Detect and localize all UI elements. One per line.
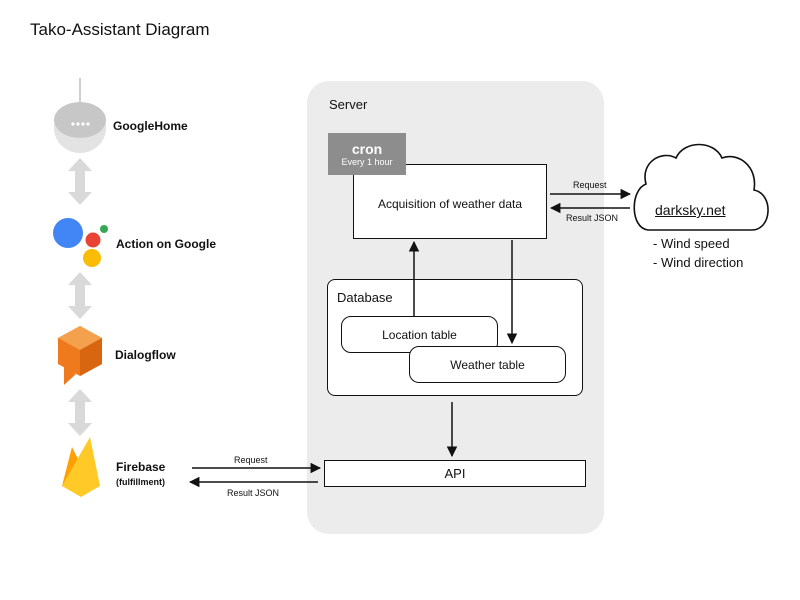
cron-badge: cron Every 1 hour xyxy=(328,133,406,175)
bullet-wind-direction: - Wind direction xyxy=(653,255,744,270)
cron-title: cron xyxy=(351,141,383,157)
googlehome-label: GoogleHome xyxy=(113,119,188,133)
firebase-result-label: Result JSON xyxy=(227,488,280,498)
api-label: API xyxy=(444,466,466,481)
firebase-icon xyxy=(62,437,100,497)
api-box: API xyxy=(324,460,586,487)
weather-table-box: Weather table xyxy=(409,346,566,383)
acquisition-box: Acquisition of weather data xyxy=(353,164,547,239)
double-arrow-icon xyxy=(68,389,92,436)
database-label: Database xyxy=(337,290,393,305)
darksky-result-label: Result JSON xyxy=(566,213,619,223)
firebase-sub-label: (fulfillment) xyxy=(116,477,165,487)
diagram-title: Tako-Assistant Diagram xyxy=(30,20,210,39)
firebase-request-label: Request xyxy=(234,455,268,465)
location-table-label: Location table xyxy=(382,327,457,342)
action-on-google-label: Action on Google xyxy=(116,237,216,251)
cloud-icon xyxy=(633,143,769,231)
bullet-wind-speed: - Wind speed xyxy=(653,236,730,251)
double-arrow-icon xyxy=(68,272,92,319)
dialogflow-icon xyxy=(58,326,102,385)
cron-schedule: Every 1 hour xyxy=(341,157,393,167)
google-home-icon xyxy=(54,78,106,153)
weather-table-label: Weather table xyxy=(450,357,525,372)
server-label: Server xyxy=(329,97,368,112)
darksky-request-label: Request xyxy=(573,180,607,190)
google-assistant-icon xyxy=(53,218,108,267)
dialogflow-label: Dialogflow xyxy=(115,348,176,362)
darksky-label: darksky.net xyxy=(655,202,726,218)
double-arrow-icon xyxy=(68,158,92,205)
acquisition-label: Acquisition of weather data xyxy=(377,196,523,211)
firebase-label: Firebase xyxy=(116,460,166,474)
